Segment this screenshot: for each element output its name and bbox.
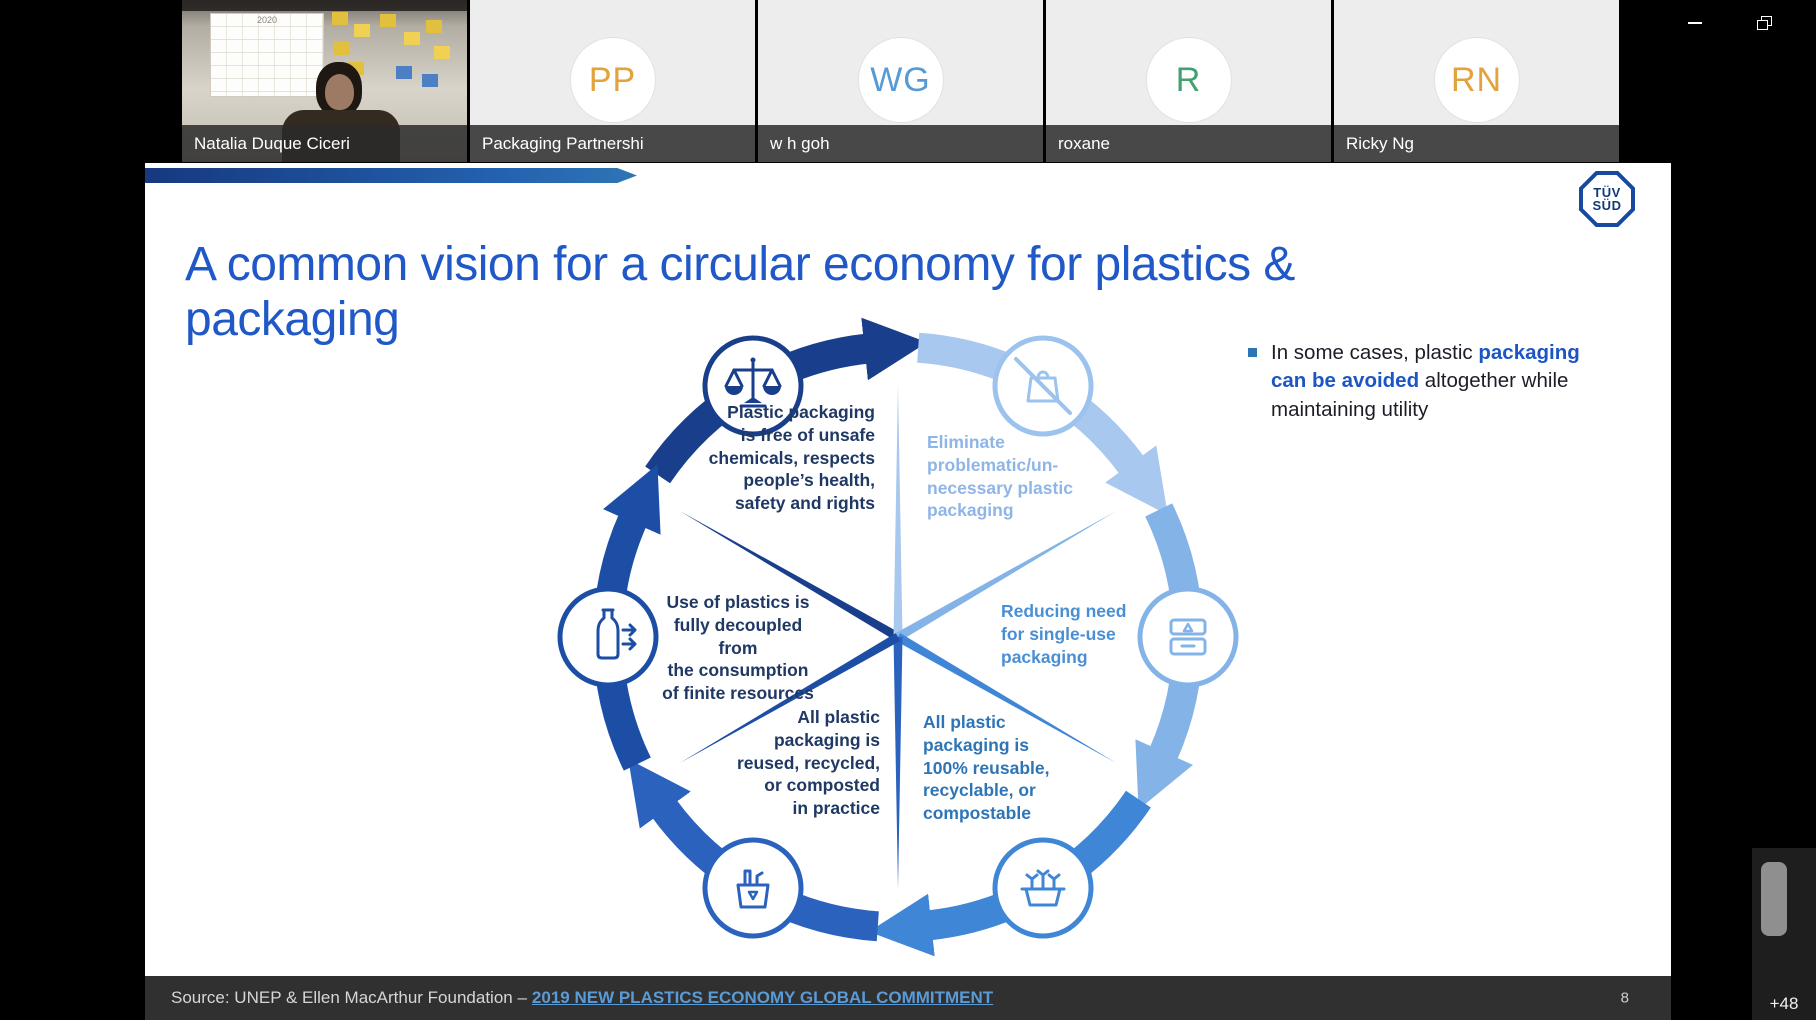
key-point-post: altogether while maintaining utility: [1271, 369, 1569, 421]
segment-label-eliminate: Eliminate problematic/un- necessary plas…: [927, 432, 1073, 521]
participant-name-label: Packaging Partnershi: [470, 125, 755, 162]
sticky-note: [422, 74, 438, 87]
page-number: 8: [1620, 989, 1629, 1007]
segment-label-reduce: Reducing need for single-use packaging: [1001, 601, 1127, 667]
diagram-spokes: [679, 385, 1117, 889]
minimize-button[interactable]: [1666, 0, 1724, 46]
video-top-shade: [182, 0, 467, 11]
circular-diagram: [557, 317, 1239, 957]
avatar: PP: [570, 38, 655, 122]
participant-tile[interactable]: RN Ricky Ng: [1334, 0, 1619, 162]
recycling-bin-icon: [736, 869, 770, 909]
calendar-year: 2020: [256, 15, 278, 25]
participants-panel-edge: +48: [1752, 848, 1816, 1020]
avatar-initials: PP: [588, 60, 637, 99]
segment-label-health: Plastic packaging is free of unsafe chem…: [708, 402, 875, 513]
segment-label-decoupled: Use of plastics is fully decoupled from …: [662, 592, 814, 703]
participant-name-label: w h goh: [758, 125, 1043, 162]
person-silhouette-face: [325, 74, 354, 110]
key-point-bold: packaging can be avoided: [1271, 341, 1580, 393]
participant-tile[interactable]: WG w h goh: [758, 0, 1043, 162]
sticky-note: [334, 42, 350, 55]
sticky-note: [354, 24, 370, 37]
restore-button[interactable]: [1736, 0, 1794, 46]
diagram-ring: [593, 317, 1203, 957]
diagram-icon-circles: [557, 335, 1239, 939]
segment-label-reusable: All plastic packaging is 100% reusable, …: [923, 712, 1050, 823]
avatar-initials: R: [1175, 60, 1202, 99]
avatar: R: [1146, 38, 1231, 122]
calendar-poster: 2020: [210, 13, 324, 97]
scales-icon: [724, 357, 782, 408]
tuv-sud-logo: TÜV SÜD: [1579, 171, 1635, 227]
participants-scrollbar[interactable]: [1761, 862, 1787, 936]
restore-down-icon: [1757, 16, 1773, 30]
key-point-text: In some cases, plastic packaging can be …: [1271, 339, 1601, 424]
participant-name-label: roxane: [1046, 125, 1331, 162]
participant-tile-video[interactable]: 2020 Natalia Duque Ciceri: [182, 0, 467, 162]
avatar-initials: RN: [1450, 60, 1503, 99]
sticky-note: [404, 32, 420, 45]
seedling-planter-icon: [1020, 869, 1066, 907]
food-container-icon: [1169, 618, 1207, 656]
no-plastic-bag-icon: [1014, 357, 1072, 415]
bottle-reuse-icon: [596, 608, 637, 660]
logo-text-top: TÜV: [1593, 185, 1621, 200]
segment-label-recycled: All plastic packaging is reused, recycle…: [737, 707, 880, 818]
avatar-initials: WG: [870, 60, 931, 99]
participant-tile[interactable]: R roxane: [1046, 0, 1331, 162]
sticky-note: [380, 14, 396, 27]
logo-text-bottom: SÜD: [1592, 198, 1622, 213]
source-text: Source: UNEP & Ellen MacArthur Foundatio…: [171, 988, 527, 1007]
slide-header-bar: [145, 168, 637, 183]
participant-name-label: Ricky Ng: [1334, 125, 1619, 162]
sticky-note: [332, 12, 348, 25]
shared-slide: TÜV SÜD A common vision for a circular e…: [145, 163, 1671, 1020]
sticky-note: [434, 46, 450, 59]
key-point-pre: In some cases, plastic: [1271, 341, 1479, 364]
slide-footer: Source: UNEP & Ellen MacArthur Foundatio…: [145, 976, 1671, 1020]
avatar: RN: [1434, 38, 1519, 122]
bullet-marker: [1248, 348, 1257, 357]
sticky-note: [396, 66, 412, 79]
participant-name-label: Natalia Duque Ciceri: [182, 125, 467, 162]
overflow-count-badge[interactable]: +48: [1769, 994, 1799, 1013]
sticky-note: [426, 20, 442, 33]
slide-title: A common vision for a circular economy f…: [185, 238, 1295, 346]
participant-tile[interactable]: PP Packaging Partnershi: [470, 0, 755, 162]
source-link[interactable]: 2019 NEW PLASTICS ECONOMY GLOBAL COMMITM…: [531, 988, 994, 1007]
minimize-icon: [1688, 22, 1702, 24]
avatar: WG: [858, 38, 943, 122]
